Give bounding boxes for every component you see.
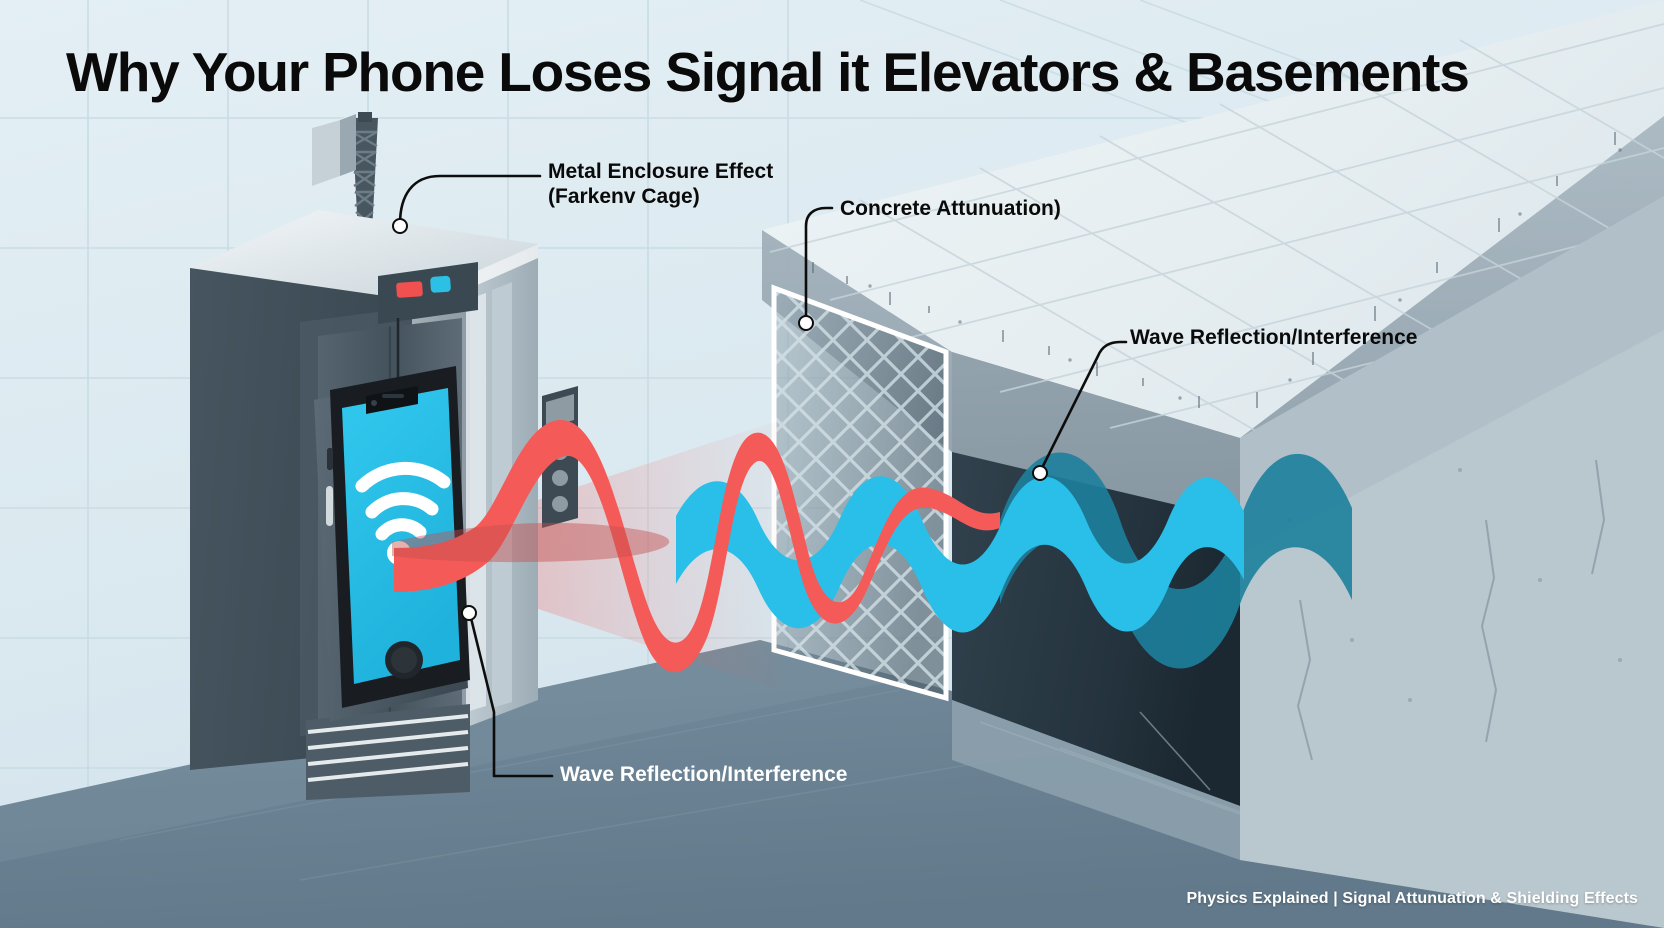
indicator-light-cyan [430,275,451,293]
phone-screen [342,388,460,684]
leader-dot-metal [392,218,408,234]
leader-metal-enclosure [398,174,542,226]
page-title: Why Your Phone Loses Signal it Elevators… [66,41,1470,103]
leader-dot-wave-bottom [461,605,477,621]
antenna-mast [351,112,378,232]
callout-wave-reflection-bottom: Wave Reflection/Interference [560,763,848,786]
door-floor-grille [306,704,470,800]
leader-wave-bottom [468,612,554,778]
leader-dot-wave-right [1032,465,1048,481]
indicator-light-red [396,281,423,298]
wifi-icon [355,461,451,541]
wave-reflection-smear [392,522,670,563]
signal-wave-strong [394,419,1000,673]
callout-wave-reflection-right: Wave Reflection/Interference [1130,326,1418,349]
signal-wave-attenuated-shadow [1000,452,1352,669]
callout-metal-enclosure: Metal Enclosure Effect (Farkenv Cage) [548,160,774,208]
rooftop-motor-box [312,114,356,186]
leader-dot-concrete [798,315,814,331]
footer-credit: Physics Explained | Signal Attunuation &… [1186,890,1638,907]
callout-concrete-attenuation: Concrete Attunuation) [840,197,1061,220]
leader-concrete [804,206,834,324]
floor-indicator-panel [378,262,478,324]
leader-wave-right [1038,340,1128,474]
